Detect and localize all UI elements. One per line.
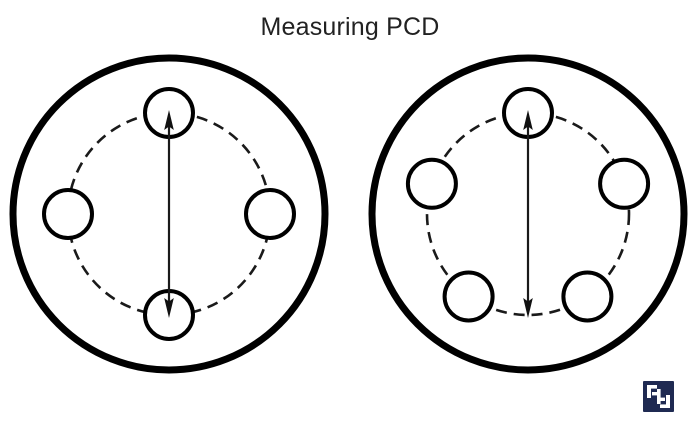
left-flange-figure [9,54,329,374]
pcd-dimension-left [164,110,174,318]
pinwheel-logo [643,381,674,412]
arrowhead-up-icon [523,110,533,130]
bolt-hole [598,157,651,210]
bolt-hole [405,157,458,210]
right-flange-figure [368,54,688,374]
pinwheel-logo-icon [643,381,674,412]
arrowhead-up-icon [164,110,174,130]
bolt-hole [244,188,296,240]
arrowhead-down-icon [164,298,174,318]
pcd-dimension-right [523,110,533,318]
bolt-hole [442,270,495,323]
arrowhead-down-icon [523,298,533,318]
bolt-hole [561,270,614,323]
page-title: Measuring PCD [260,13,440,41]
bolt-hole [42,188,94,240]
